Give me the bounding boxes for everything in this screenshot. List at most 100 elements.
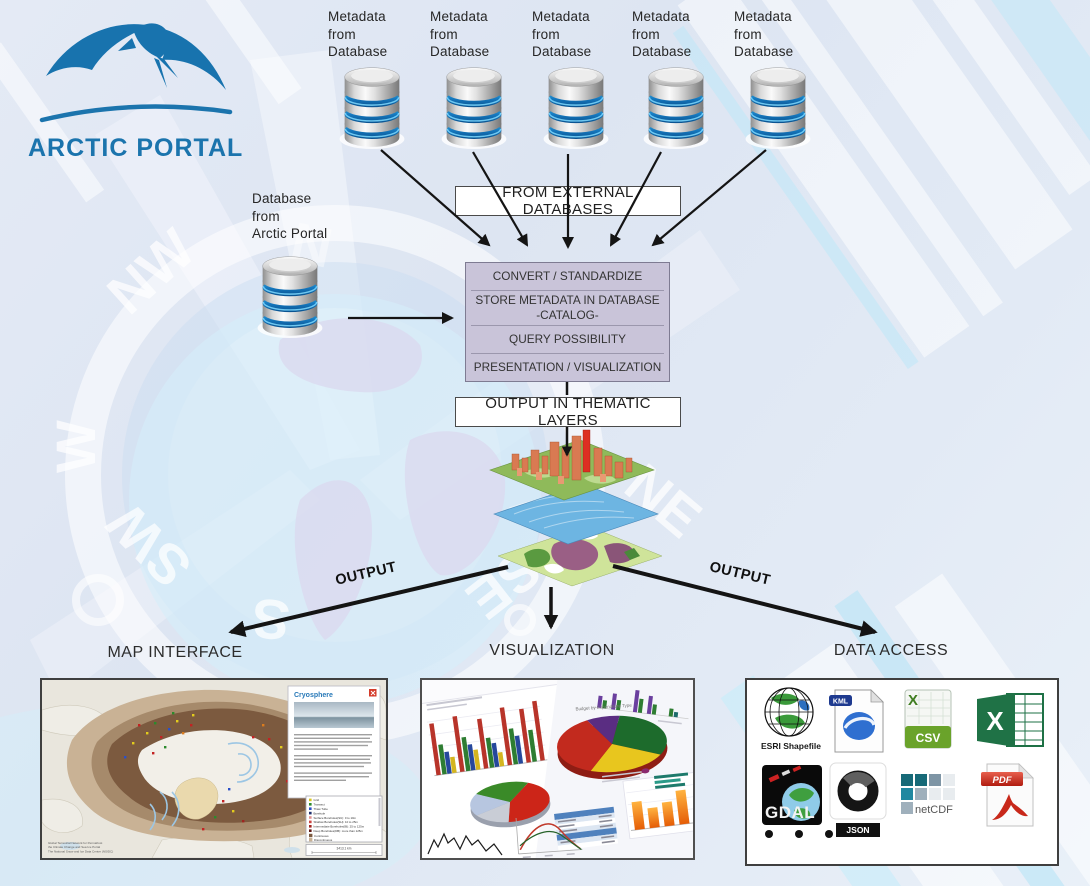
kml-google-earth-icon: KML: [829, 689, 884, 753]
tern-bird-icon: [39, 23, 233, 123]
process-step-convert: CONVERT / STANDARDIZE: [492, 268, 643, 283]
city-bars: [511, 429, 633, 484]
output-thematic-layers-banner: OUTPUT IN THEMATIC LAYERS: [455, 395, 681, 429]
visualization-panel: Budget by Expenditure Type: [420, 678, 695, 860]
pie-chart-small: [470, 781, 551, 828]
database-icon: [438, 64, 510, 152]
map-legend: Grid Transect Thaw Tube Borehole Surface…: [305, 795, 383, 843]
svg-text:GDAL: GDAL: [765, 803, 815, 822]
svg-text:Continuous: Continuous: [314, 834, 329, 838]
database-icon: [640, 64, 712, 152]
svg-text:CSV: CSV: [916, 731, 941, 745]
data-access-title: DATA ACCESS: [833, 642, 949, 659]
source-label: Metadata from Database: [430, 9, 490, 60]
format-excel: X: [975, 690, 1047, 750]
from-external-databases-banner: FROM EXTERNAL DATABASES: [455, 184, 681, 218]
popup-close-icon: [369, 689, 377, 697]
database-icon: [540, 64, 612, 152]
format-csv: X CSV: [899, 688, 957, 750]
background-streaks-top-left: [0, 0, 302, 203]
arctic-portal-logo: ARCTIC PORTAL: [28, 10, 244, 163]
more-formats-dots: [765, 830, 833, 838]
visualization-title: VISUALIZATION: [489, 642, 615, 659]
svg-text:the Climate Change and Sea Ice: the Climate Change and Sea Ice Portal: [48, 845, 100, 849]
site-markers: [124, 712, 327, 831]
svg-text:Surface Boreholes(SU): 0 to 10: Surface Boreholes(SU): 0 to 10m: [314, 816, 357, 820]
json-icon: [829, 762, 887, 820]
process-step-query: QUERY POSSIBILITY: [509, 332, 626, 347]
svg-text:Intermediate Boreholes(IB): 25: Intermediate Boreholes(IB): 25 to 125m: [314, 825, 365, 829]
format-netcdf: netCDF: [899, 772, 973, 820]
bar-chart: [426, 696, 548, 777]
csv-file-icon: X CSV: [904, 689, 952, 749]
legend-scrollbar: [378, 798, 381, 826]
map-attribution: Global Terrestrial Network for Permafros…: [48, 841, 113, 853]
pie-chart-large: Budget by Expenditure Type: [557, 702, 682, 790]
svg-text:3413.1 km: 3413.1 km: [337, 847, 352, 851]
cryosphere-popup: Cryosphere: [287, 685, 381, 799]
process-step-store: STORE METADATA IN DATABASE -CATALOG-: [475, 292, 660, 323]
svg-text:X: X: [986, 706, 1004, 736]
popup-title: Cryosphere: [294, 692, 333, 699]
popup-photo: [294, 702, 374, 728]
svg-text:W: W: [44, 420, 107, 473]
thematic-layers-graphic: [489, 429, 663, 587]
process-divider: [471, 353, 664, 355]
logo-text: ARCTIC PORTAL: [28, 134, 244, 162]
source-metadata-db-4: Metadata from Database: [632, 8, 728, 152]
ocean-currents: [149, 742, 259, 831]
source-arctic-portal-db: Database from Arctic Portal: [252, 190, 362, 341]
document-text-lines: [602, 720, 682, 783]
database-icon: [336, 64, 408, 152]
svg-text:The National Snow and Ice Data: The National Snow and Ice Data Center (N…: [48, 849, 113, 853]
process-divider: [471, 289, 664, 291]
netcdf-icon: netCDF: [901, 774, 955, 816]
svg-text:Grid: Grid: [314, 798, 320, 802]
data-table: [554, 806, 619, 851]
charts-collage: Budget by Expenditure Type: [422, 680, 693, 858]
format-pdf: PDF: [979, 762, 1039, 828]
satellite-trail: [768, 765, 802, 783]
source-label: Database from Arctic Portal: [252, 191, 328, 242]
process-step-presentation: PRESENTATION / VISUALIZATION: [473, 359, 662, 374]
logo-swoosh: [39, 104, 233, 123]
source-metadata-db-1: Metadata from Database: [328, 8, 424, 152]
svg-text:Budget by Expenditure Type: Budget by Expenditure Type: [575, 702, 632, 711]
format-gdal: GDAL: [761, 764, 823, 826]
popup-text-lines: [294, 734, 372, 781]
greenland: [174, 777, 219, 820]
sea-ice: [137, 730, 281, 804]
svg-text:X: X: [908, 692, 918, 709]
source-label: Metadata from Database: [734, 9, 794, 60]
pdf-icon: PDF: [981, 763, 1034, 827]
process-box: CONVERT / STANDARDIZE STORE METADATA IN …: [465, 262, 670, 382]
database-icon: [742, 64, 814, 152]
map-interface-title: MAP INTERFACE: [107, 644, 243, 661]
svg-text:Transect: Transect: [314, 803, 325, 807]
esri-shapefile-icon: [764, 687, 814, 737]
source-metadata-db-3: Metadata from Database: [532, 8, 628, 152]
svg-text:Global Terrestrial Network for: Global Terrestrial Network for Permafros…: [48, 841, 102, 845]
format-kml: KML: [827, 688, 889, 754]
svg-text:Thaw Tube: Thaw Tube: [314, 807, 329, 811]
source-metadata-db-2: Metadata from Database: [430, 8, 526, 152]
arctic-map-screenshot: Cryosphere: [42, 680, 386, 858]
source-metadata-db-5: Metadata from Database: [734, 8, 830, 152]
sparkline: [427, 832, 503, 856]
format-label: JSON: [836, 823, 880, 837]
background-streaks-top-right: [672, 0, 1090, 370]
svg-text:Deep Boreholes(DB): more than: Deep Boreholes(DB): more than 125m: [314, 829, 364, 833]
format-label: ESRI Shapefile: [761, 741, 821, 751]
map-interface-panel: Cryosphere: [40, 678, 388, 860]
teal-bars: [641, 768, 689, 789]
format-json: JSON: [827, 762, 889, 837]
svg-text:Borehole: Borehole: [314, 811, 326, 815]
source-label: Metadata from Database: [328, 9, 388, 60]
excel-icon: X: [977, 693, 1044, 747]
source-label: Metadata from Database: [532, 9, 592, 60]
gdal-icon: GDAL: [762, 765, 822, 825]
svg-text:Shallow Boreholes(SH): 10 to 2: Shallow Boreholes(SH): 10 to 25m: [314, 820, 359, 824]
svg-text:KML: KML: [833, 699, 849, 706]
mini-bar-chart: [593, 690, 689, 720]
